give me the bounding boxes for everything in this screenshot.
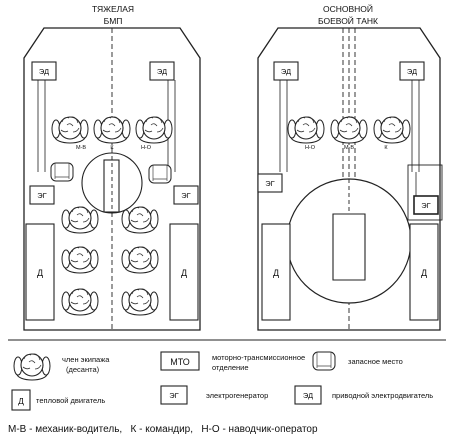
legend-crew-symbol — [13, 353, 51, 381]
legend-engine-box-label: Д — [18, 396, 24, 406]
ifv-spare-seat-left — [50, 162, 74, 182]
ifv-trooper-6 — [121, 288, 159, 316]
ifv-trooper-2 — [121, 206, 159, 234]
mbt-cable-right — [411, 80, 420, 172]
ifv-title-line2: БМП — [104, 16, 123, 26]
mbt-crew-driver-label: М-В — [344, 145, 354, 151]
mbt-crew-commander — [373, 116, 411, 144]
mbt-engine-left — [261, 223, 291, 321]
legend-mto-line1: моторно-трансмиссионное — [212, 353, 305, 362]
mbt-electric-drive-left — [273, 61, 299, 81]
mbt-crew-driver — [330, 116, 368, 144]
mbt-generator-right-label: ЭГ — [421, 201, 430, 210]
ifv-electric-drive-right-label: ЭД — [157, 67, 167, 76]
ifv-electric-drive-left-label: ЭД — [39, 67, 49, 76]
legend-crew-line2: (десанта) — [66, 365, 100, 374]
ifv-engine-right — [169, 223, 199, 321]
legend-engine-text: тепловой двигатель — [36, 396, 105, 405]
ifv-crew-driver — [51, 116, 89, 144]
ifv-trooper-4 — [121, 246, 159, 274]
mbt-generator-left-label: ЭГ — [265, 179, 274, 188]
ifv-crew-commander — [93, 116, 131, 144]
mbt-title-line2: БОЕВОЙ ТАНК — [318, 15, 378, 26]
mbt-engine-right-label: Д — [421, 268, 427, 278]
mbt-electric-drive-right-label: ЭД — [407, 67, 417, 76]
ifv-trooper-1 — [61, 206, 99, 234]
mbt-crew-commander-label: К — [384, 145, 388, 151]
ifv-electric-drive-right — [149, 61, 175, 81]
ifv-crew-commander-label: К — [110, 145, 114, 151]
legend-spare-seat-text: запасное место — [348, 357, 403, 366]
ifv-engine-right-label: Д — [181, 268, 187, 278]
legend-generator-box — [160, 385, 188, 405]
mbt-generator-left — [257, 173, 283, 193]
ifv-generator-right-label: ЭГ — [181, 191, 190, 200]
mbt-hull-outline — [257, 27, 441, 331]
legend-spare-seat-symbol — [312, 351, 336, 371]
ifv-engine-left-label: Д — [37, 268, 43, 278]
ifv-cable-left — [37, 80, 46, 172]
ifv-trooper-3 — [61, 246, 99, 274]
legend-engine-box — [11, 389, 31, 411]
ifv-trooper-5 — [61, 288, 99, 316]
ifv-hull-outline — [23, 27, 201, 331]
ifv-spare-seat-right — [148, 164, 172, 184]
mbt-turret-breech — [332, 213, 366, 281]
legend-generator-text: электрогенератор — [206, 391, 268, 400]
ifv-generator-right — [173, 185, 199, 205]
footnote-abbreviations: М-В - механик-водитель, К - командир, Н-… — [8, 424, 318, 435]
mbt-crew-gunner — [287, 116, 325, 144]
mbt-engine-left-label: Д — [273, 268, 279, 278]
legend-mto-box-label: МТО — [170, 357, 190, 367]
legend-crew-line1: член экипажа — [62, 355, 110, 364]
mbt-crew-gunner-label: Н-О — [305, 145, 316, 151]
ifv-crew-gunner-label: Н-О — [141, 145, 152, 151]
mbt-generator-right-housing — [407, 164, 443, 221]
legend-generator-box-label: ЭГ — [169, 391, 178, 400]
ifv-generator-left-label: ЭГ — [37, 191, 46, 200]
legend-drive-box-label: ЭД — [303, 391, 313, 400]
legend-drive-box — [294, 385, 322, 405]
mbt-title-line1: ОСНОВНОЙ — [323, 3, 373, 14]
ifv-engine-left — [25, 223, 55, 321]
mbt-cable-left — [279, 80, 288, 172]
ifv-turret-gun — [103, 159, 120, 213]
ifv-crew-driver-label: М-В — [76, 145, 86, 151]
legend-mto-box — [160, 351, 200, 371]
legend-drive-text: приводной электродвигатель — [332, 391, 433, 400]
mbt-electric-drive-left-label: ЭД — [281, 67, 291, 76]
legend-mto-line2: отделение — [212, 363, 249, 372]
ifv-title-line1: ТЯЖЕЛАЯ — [92, 4, 134, 14]
mbt-generator-right — [413, 195, 439, 215]
ifv-crew-gunner — [135, 116, 173, 144]
ifv-electric-drive-left — [31, 61, 57, 81]
mbt-engine-right — [409, 223, 439, 321]
ifv-generator-left — [29, 185, 55, 205]
